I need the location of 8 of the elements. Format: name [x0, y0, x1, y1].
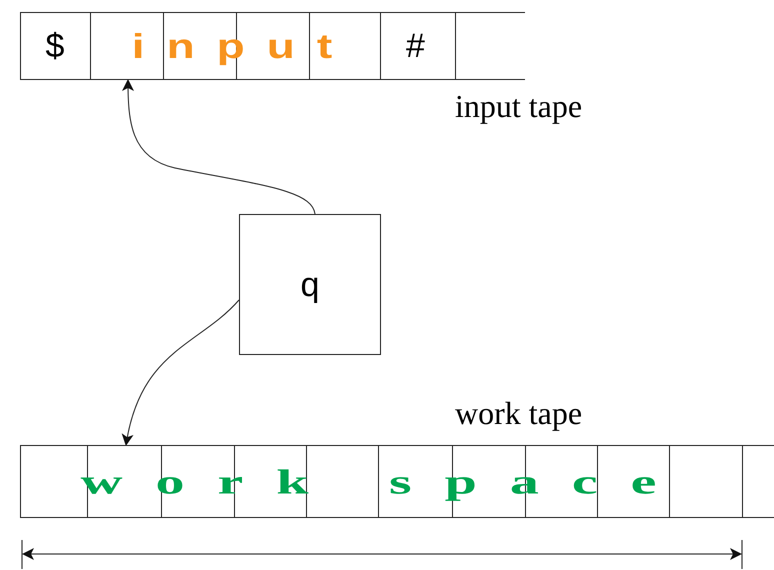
state-label: q — [300, 268, 320, 302]
tape-caption: input tape — [455, 90, 582, 122]
tape-caption: work tape — [455, 397, 582, 429]
state-box — [239, 214, 381, 355]
tape-symbol: $ — [44, 29, 66, 63]
arrow — [122, 300, 240, 446]
tape-symbol: # — [405, 29, 426, 63]
arrow — [122, 79, 316, 214]
